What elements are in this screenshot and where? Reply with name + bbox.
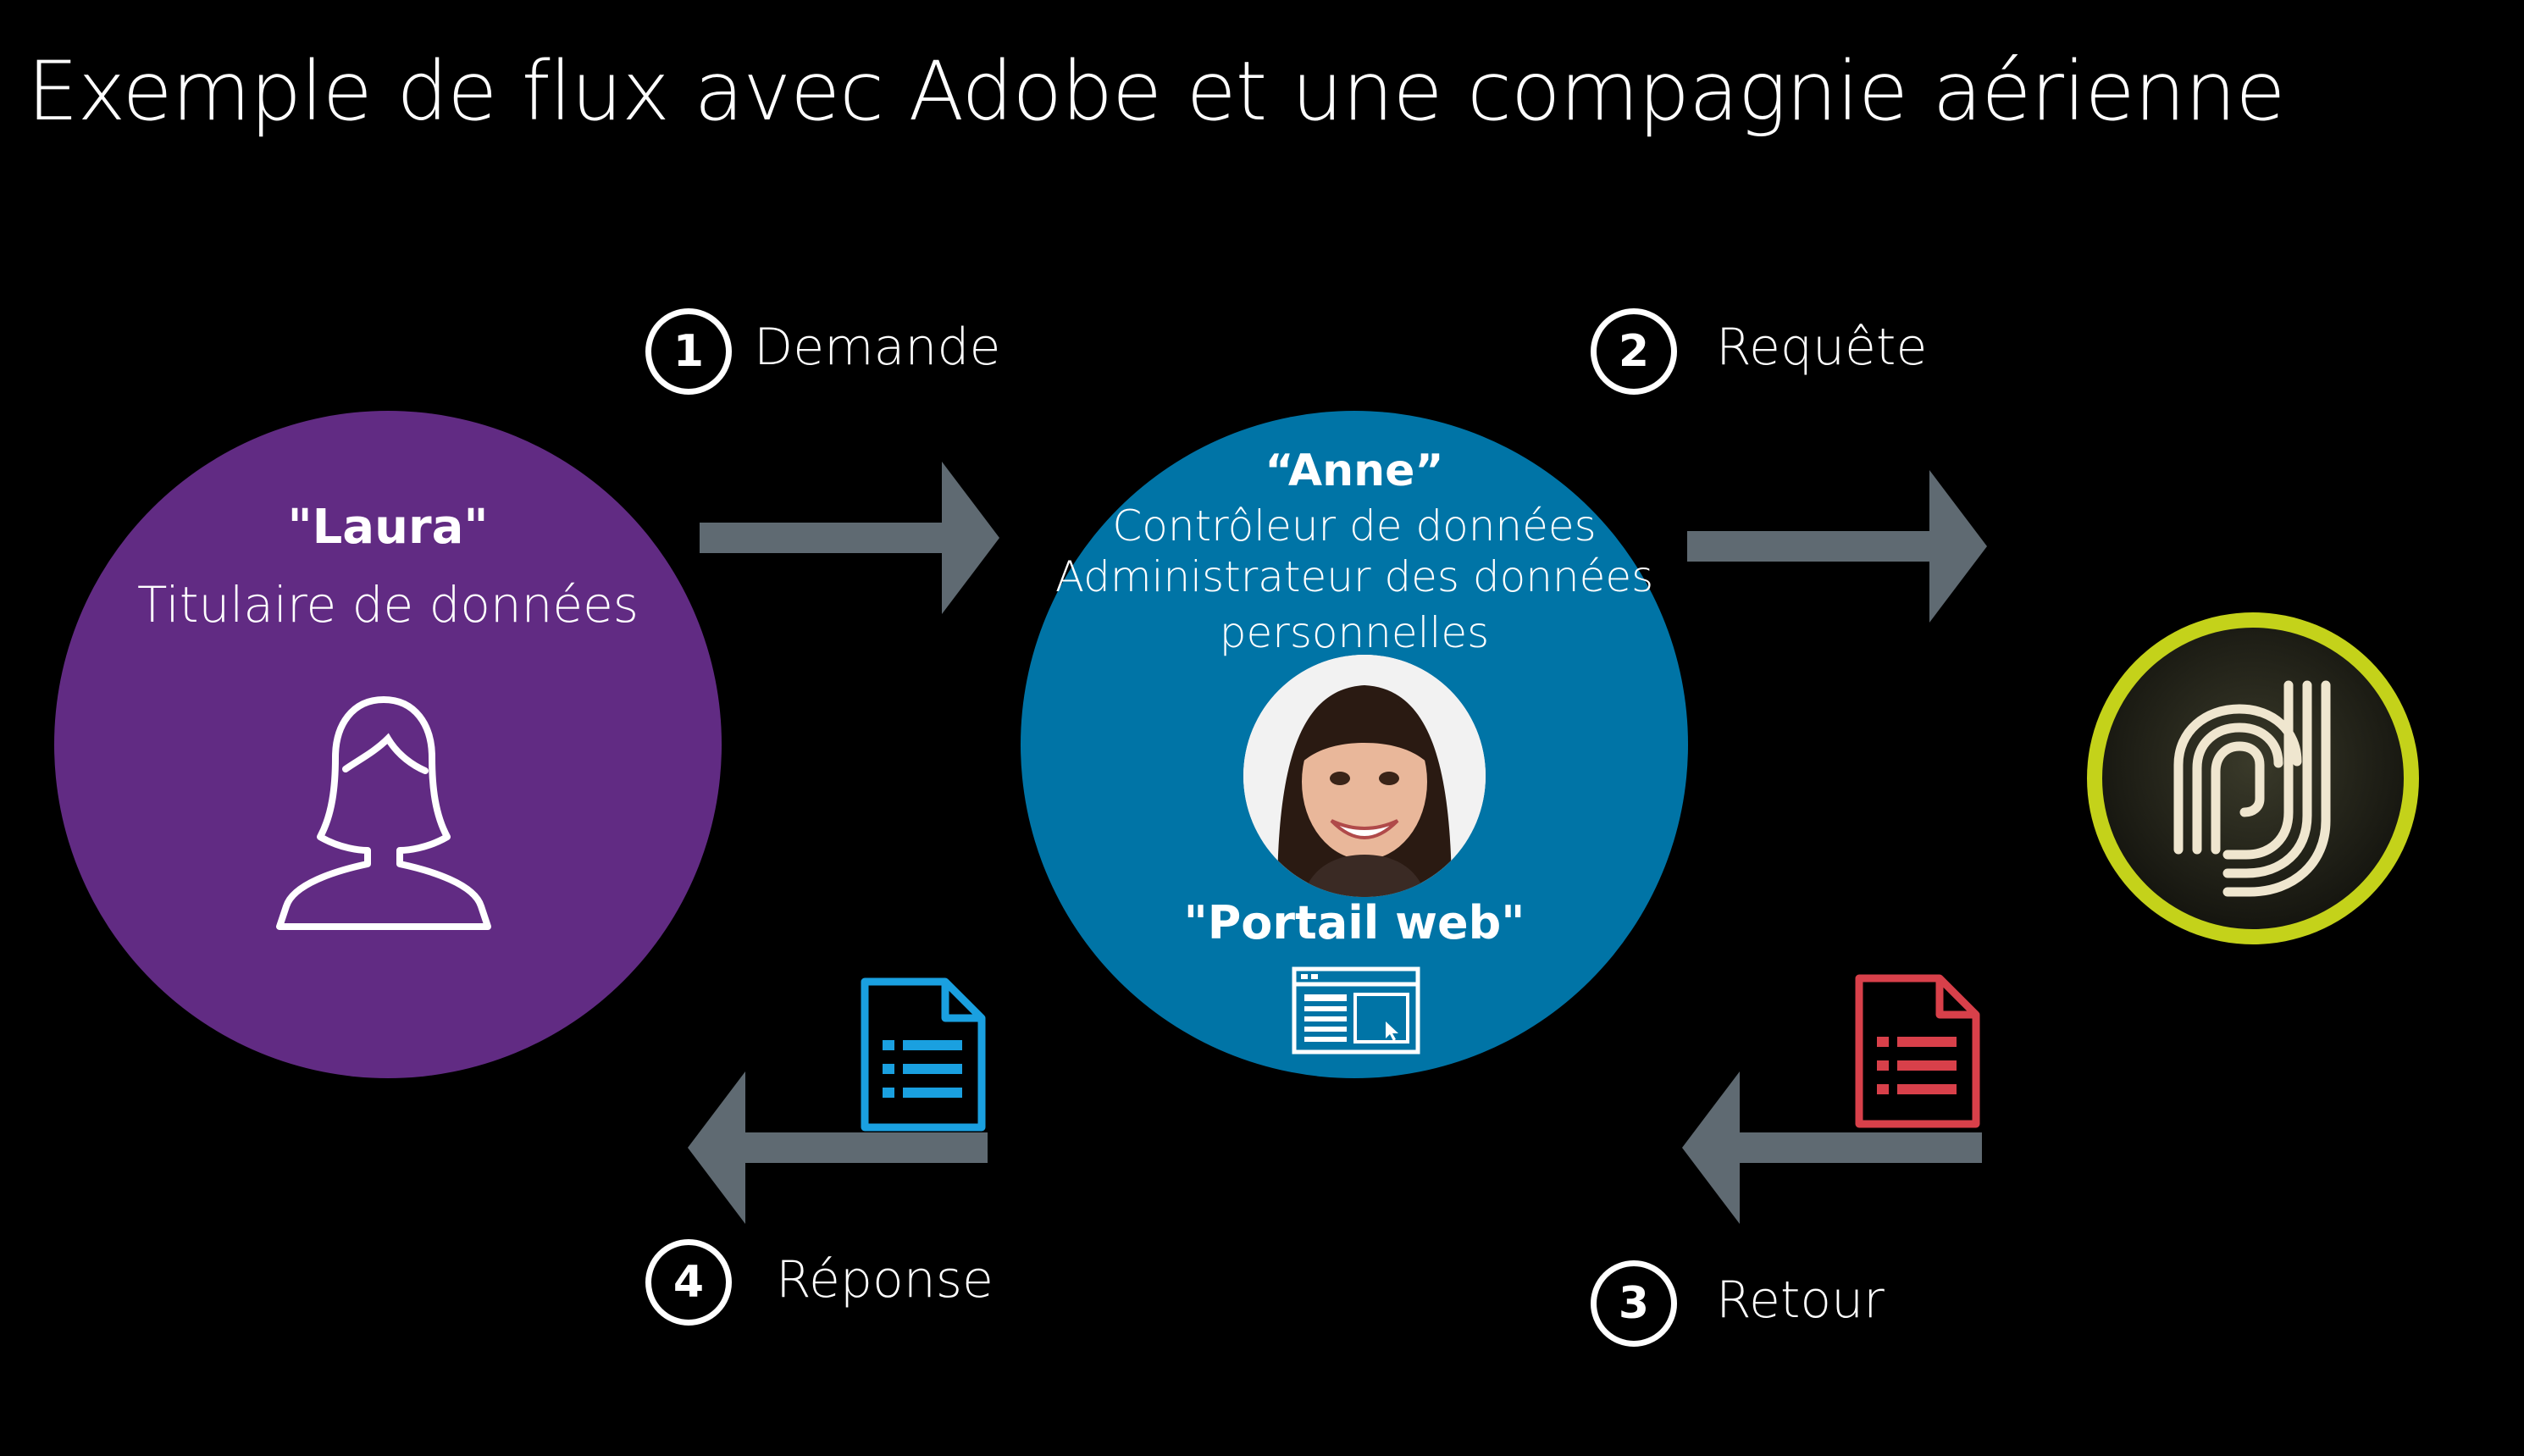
step-2-label: Requête — [1716, 318, 1928, 377]
slide-title: Exemple de flux avec Adobe et une compag… — [27, 44, 2285, 139]
web-portal-label: "Portail web" — [1183, 896, 1525, 949]
anne-photo — [1243, 655, 1486, 897]
arrow-right-demande — [700, 462, 999, 614]
arrow-left-retour — [1682, 1071, 1982, 1224]
step-4-number: 4 — [645, 1239, 732, 1326]
data-subject-role: Titulaire de données — [136, 576, 639, 634]
data-controller-role-line-2: Administrateur des données — [1054, 552, 1654, 601]
data-subject-name: "Laura" — [287, 500, 489, 555]
data-controller-role-line-3: personnelles — [1219, 608, 1490, 657]
arrow-right-requete — [1687, 470, 1987, 623]
step-1-label: Demande — [754, 318, 1001, 377]
step-3-label: Retour — [1716, 1271, 1885, 1330]
arrow-left-reponse — [688, 1071, 988, 1224]
step-1-number: 1 — [645, 308, 732, 395]
document-list-icon — [1855, 974, 1980, 1128]
step-4-label: Réponse — [776, 1250, 994, 1309]
data-controller-name: “Anne” — [1265, 446, 1444, 496]
step-2-number: 2 — [1591, 308, 1677, 395]
web-portal-icon — [1292, 966, 1420, 1055]
step-3-number: 3 — [1591, 1260, 1677, 1347]
document-list-icon — [861, 977, 986, 1132]
data-controller-role-line-1: Contrôleur de données — [1112, 501, 1597, 551]
user-icon — [276, 696, 491, 930]
adobe-privacy-logo-icon — [2087, 612, 2419, 944]
